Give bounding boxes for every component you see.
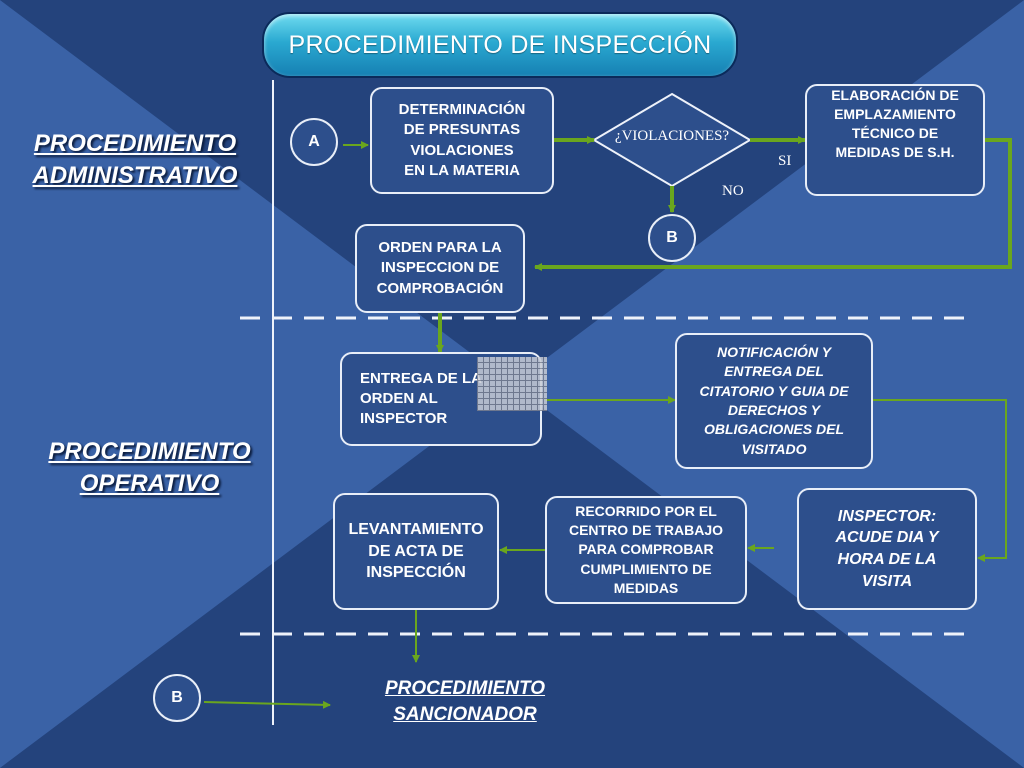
section-label-operativo: PROCEDIMIENTO OPERATIVO bbox=[48, 438, 251, 498]
connector-a: A bbox=[290, 118, 338, 166]
box-inspector: INSPECTOR: ACUDE DIA Y HORA DE LA VISITA bbox=[797, 488, 977, 610]
page-title: PROCEDIMIENTO DE INSPECCIÓN bbox=[262, 12, 738, 78]
section-label-sancionador: PROCEDIMIENTO SANCIONADOR bbox=[384, 678, 546, 725]
decision-yes-label: SI bbox=[778, 153, 792, 169]
decision-label: ¿VIOLACIONES? bbox=[614, 128, 730, 144]
box-levantamiento: LEVANTAMIENTO DE ACTA DE INSPECCIÓN bbox=[333, 493, 499, 610]
connector-b-top: B bbox=[648, 214, 696, 262]
box-elaboracion: ELABORACIÓN DE EMPLAZAMIENTO TÉCNICO DE … bbox=[805, 84, 985, 196]
section-label-administrativo: PROCEDIMIENTO ADMINISTRATIVO bbox=[32, 130, 238, 190]
decision-no-label: NO bbox=[722, 183, 744, 199]
box-determinacion: DETERMINACIÓN DE PRESUNTAS VIOLACIONES E… bbox=[370, 87, 554, 194]
box-notificacion: NOTIFICACIÓN Y ENTREGA DEL CITATORIO Y G… bbox=[675, 333, 873, 469]
box-recorrido: RECORRIDO POR EL CENTRO DE TRABAJO PARA … bbox=[545, 496, 747, 604]
hatch-graphic bbox=[477, 357, 547, 411]
connector-b-bottom: B bbox=[153, 674, 201, 722]
box-orden: ORDEN PARA LA INSPECCION DE COMPROBACIÓN bbox=[355, 224, 525, 313]
